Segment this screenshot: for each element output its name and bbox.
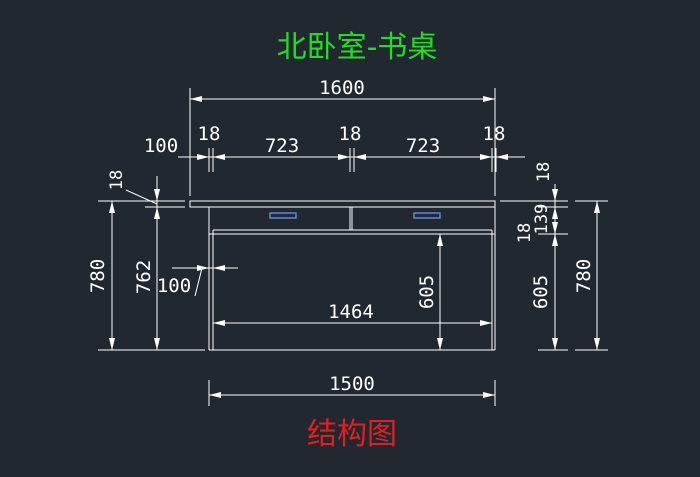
dim-label-18-right-panel: 18 <box>515 223 535 243</box>
dim-label-18-top-thickness-right: 18 <box>534 162 554 182</box>
drawing-subtitle: 结构图 <box>307 417 397 452</box>
dim-label-780-left: 780 <box>87 259 109 293</box>
dim-label-780-right: 780 <box>573 259 595 293</box>
dim-label-18-right: 18 <box>483 123 506 145</box>
dim-label-1464: 1464 <box>328 301 374 323</box>
drawing-title: 北卧室-书桌 <box>277 30 438 65</box>
dim-leg-offset-100: 100 <box>157 265 238 297</box>
dim-605-inner: 605 <box>416 234 443 350</box>
dim-label-605-right: 605 <box>530 275 552 309</box>
dim-label-100-leg: 100 <box>157 275 191 297</box>
drawer-handle-left <box>269 212 297 219</box>
dim-label-139: 139 <box>532 204 552 235</box>
dim-left-780: 780 <box>87 200 205 351</box>
dim-label-18-top-thickness-left: 18 <box>107 170 127 190</box>
desk-outline <box>189 200 496 351</box>
dim-label-723-left: 723 <box>265 135 299 157</box>
dim-label-100-top: 100 <box>144 135 178 157</box>
desk-top-board <box>189 200 496 208</box>
dim-1500: 1500 <box>208 373 496 406</box>
dim-label-18-left: 18 <box>198 123 221 145</box>
dim-label-1600: 1600 <box>319 77 365 99</box>
drawer-handle-right <box>413 212 441 219</box>
dim-label-605-inner: 605 <box>416 275 438 309</box>
dim-label-18-mid: 18 <box>339 123 362 145</box>
dim-1600: 1600 <box>189 77 496 196</box>
dim-right-stack: 18 139 18 605 <box>500 162 568 351</box>
dim-row-2: 100 18 723 18 723 18 <box>144 123 525 172</box>
dim-1464: 1464 <box>213 301 492 326</box>
dim-right-780: 780 <box>573 200 608 351</box>
dim-label-762: 762 <box>133 260 155 294</box>
dim-label-1500: 1500 <box>329 373 375 395</box>
dim-label-723-right: 723 <box>406 135 440 157</box>
dim-left-762: 762 18 <box>107 170 185 350</box>
